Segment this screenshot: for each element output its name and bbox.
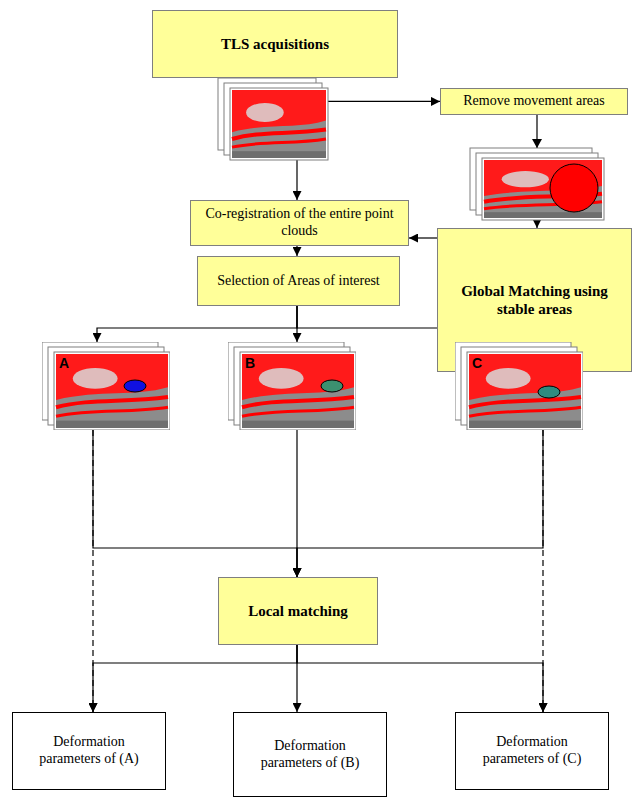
flow-arrow — [409, 237, 437, 238]
result-box: Deformation parameters of (C) — [455, 712, 609, 790]
node-text: Deformation parameters of (B) — [248, 738, 372, 772]
point-cloud — [56, 354, 168, 400]
process-box: Selection of Areas of interest — [197, 256, 400, 306]
node-text: Deformation parameters of (A) — [27, 734, 151, 768]
photo-ground — [232, 90, 326, 158]
node-text: C — [472, 356, 482, 370]
ground-strip — [484, 212, 602, 218]
process-box: TLS acquisitions — [152, 10, 398, 78]
flow-arrow — [297, 645, 543, 712]
front-image — [467, 352, 583, 430]
front-image — [230, 88, 328, 160]
flow-arrow — [93, 430, 297, 577]
flow-arrow — [542, 430, 543, 712]
node-text: Selection of Areas of interest — [217, 273, 380, 290]
image-stack: A — [42, 342, 170, 430]
image-stack: B — [228, 342, 356, 430]
photo-ground — [469, 354, 581, 428]
arrow-head — [532, 139, 542, 148]
red-band — [242, 407, 354, 416]
front-image — [54, 352, 170, 430]
movement-area — [550, 164, 598, 212]
result-box: Deformation parameters of (A) — [12, 712, 166, 790]
node-text: A — [59, 356, 69, 370]
node-text: Deformation parameters of (C) — [470, 734, 594, 768]
image-stack: C — [455, 342, 583, 430]
ground-strip — [56, 421, 168, 428]
red-band — [469, 407, 581, 416]
node-text: Co-registration of the entire point clou… — [199, 206, 400, 240]
red-band — [232, 139, 326, 147]
process-box: Local matching — [218, 577, 378, 645]
red-band — [242, 397, 354, 407]
process-box: Remove movement areas — [440, 88, 628, 115]
flow-arrow — [297, 430, 543, 577]
result-box: Deformation parameters of (B) — [233, 712, 387, 797]
front-image — [482, 158, 604, 220]
ground-strip — [242, 421, 354, 428]
flow-arrow — [97, 306, 297, 342]
area-marker — [321, 380, 343, 392]
node-text: B — [245, 356, 255, 370]
area-marker — [124, 380, 146, 392]
point-cloud — [232, 90, 326, 132]
rock-face — [259, 368, 304, 389]
red-band — [469, 397, 581, 407]
ground-strip — [232, 151, 326, 158]
red-band — [232, 129, 326, 139]
process-box: Co-registration of the entire point clou… — [190, 200, 409, 246]
rock-face — [246, 103, 284, 122]
point-cloud — [242, 354, 354, 400]
flow-arrow — [93, 645, 297, 712]
scan-stack — [218, 78, 328, 160]
node-text: Local matching — [248, 602, 348, 620]
node-text: Global Matching using stable areas — [446, 282, 623, 318]
scan-stack — [470, 148, 604, 220]
node-text: TLS acquisitions — [221, 35, 329, 53]
point-cloud — [469, 354, 581, 400]
photo-ground — [56, 354, 168, 428]
photo-ground — [242, 354, 354, 428]
flow-arrow — [92, 430, 93, 712]
ground-strip — [469, 421, 581, 428]
area-marker — [538, 386, 560, 398]
red-band — [56, 397, 168, 407]
photo-ground — [484, 160, 602, 218]
rock-face — [486, 368, 531, 389]
rock-face — [73, 368, 118, 389]
front-image — [240, 352, 356, 430]
red-band — [56, 407, 168, 416]
rock-face — [502, 171, 549, 187]
node-text: Remove movement areas — [463, 93, 605, 110]
flow-arrow — [296, 246, 297, 256]
